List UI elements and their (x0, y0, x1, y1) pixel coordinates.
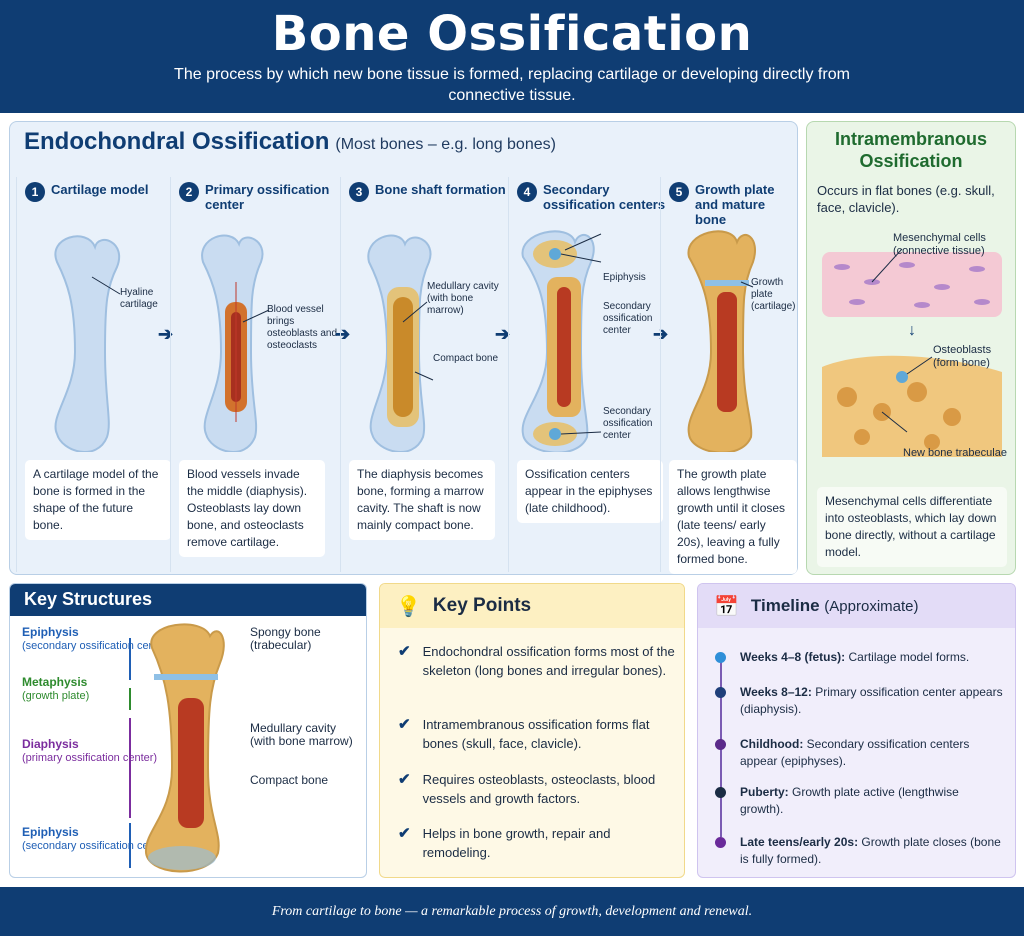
stage-label: Cartilage model (51, 182, 149, 197)
long-bone-diagram (129, 623, 225, 873)
calendar-icon: 📅 (714, 595, 739, 618)
stage-2: 2 Primary ossification center Blood vesse… (170, 177, 338, 572)
stage-number: 4 (517, 182, 537, 202)
stage-number: 1 (25, 182, 45, 202)
stage-label: Bone shaft formation (375, 182, 506, 197)
stage-label: Secondary ossification centers (543, 182, 666, 212)
stage-number: 3 (349, 182, 369, 202)
key-structures-panel: Key Structures Epiphysis(secondary ossif… (9, 583, 367, 878)
callout-hyaline: Hyaline cartilage (120, 287, 158, 310)
intramembranous-description: Mesenchymal cells differentiate into ost… (817, 487, 1007, 567)
stage-5: 5 Growth plate and mature bone Growth pla… (660, 177, 797, 574)
structure-diaphysis: Diaphysis(primary ossification center) (22, 737, 158, 765)
intramembranous-title: Intramembranous Ossification (834, 129, 988, 171)
callout-mesenchymal: Mesenchymal cells (connective tissue) (893, 232, 986, 257)
arrow-right-icon: ➔ (495, 324, 511, 344)
stage-3: 3 Bone shaft formation Medullary cavity (… (340, 177, 508, 572)
structure-metaphysis: Metaphysis(growth plate) (22, 675, 90, 703)
secondary-ossification-illustration (521, 230, 602, 452)
check-icon: ✔ (398, 825, 411, 842)
check-icon: ✔ (398, 643, 411, 660)
stage-label: Primary ossification center (205, 182, 330, 212)
timeline-item: Weeks 4–8 (fetus): Cartilage model forms… (740, 650, 970, 664)
timeline-dot (715, 739, 726, 750)
callout-secondary-center-top: Secondary ossification center (603, 301, 653, 336)
structure-medullary-cavity: Medullary cavity (with bone marrow) (250, 721, 353, 748)
primary-ossification-illustration (201, 234, 270, 452)
callout-blood-vessel: Blood vessel brings osteoblasts and oste… (267, 304, 338, 351)
callout-trabeculae: New bone trabeculae (903, 447, 1007, 459)
callout-epiphysis: Epiphysis (603, 272, 646, 283)
timeline-item: Puberty: Growth plate active (lengthwise… (740, 785, 959, 816)
stage-description: A cartilage model of the bone is formed … (25, 460, 171, 540)
structure-epiphysis-bottom: Epiphysis(secondary ossification center) (22, 825, 172, 853)
stage-1: 1 Cartilage model Hyaline cartilage A car… (16, 177, 171, 572)
page-subtitle: The process by which new bone tissue is … (174, 66, 850, 104)
timeline-item: Weeks 8–12: Primary ossification center … (740, 685, 1003, 716)
stage-label: Growth plate and mature bone (695, 182, 775, 227)
arrow-right-icon: ➔ (335, 324, 351, 344)
stage-number: 2 (179, 182, 199, 202)
endochondral-subtitle: (Most bones – e.g. long bones) (335, 136, 556, 153)
callout-growth-plate: Growth plate (cartilage) (751, 277, 796, 312)
stage-description: Blood vessels invade the middle (diaphys… (179, 460, 325, 557)
mesenchymal-tissue-illustration: ↓ (822, 248, 1002, 457)
cartilage-bone-illustration (54, 235, 121, 452)
stage-description: The diaphysis becomes bone, forming a ma… (349, 460, 495, 540)
key-points-title: Key Points (432, 595, 532, 616)
timeline-item: Childhood: Secondary ossification center… (740, 737, 970, 768)
timeline-dot (715, 652, 726, 663)
arrow-right-icon: ➔ (158, 324, 174, 344)
timeline-dot (715, 787, 726, 798)
key-point: ✔Helps in bone growth, repair and remode… (398, 825, 611, 860)
key-point: ✔Intramembranous ossification forms flat… (398, 716, 650, 751)
callout-osteoblasts: Osteoblasts (form bone) (933, 344, 992, 369)
check-icon: ✔ (398, 771, 411, 788)
timeline-title: Timeline (Approximate) (750, 596, 919, 615)
key-points-panel: 💡 Key Points ✔Endochondral ossification f… (379, 583, 685, 878)
callout-medullary-cavity: Medullary cavity (with bone marrow) (427, 281, 499, 316)
structure-epiphysis-top: Epiphysis(secondary ossification center) (22, 625, 172, 653)
lightbulb-icon: 💡 (396, 595, 421, 618)
stage-number: 5 (669, 182, 689, 202)
key-structures-title: Key Structures (10, 584, 366, 616)
mature-bone-illustration (687, 230, 756, 452)
check-icon: ✔ (398, 716, 411, 733)
endochondral-panel: Endochondral Ossification(Most bones – e… (9, 121, 798, 575)
header: Bone Ossification The process by which n… (0, 0, 1024, 113)
footer: From cartilage to bone — a remarkable pr… (0, 887, 1024, 936)
stage-description: Ossification centers appear in the epiph… (517, 460, 663, 523)
intramembranous-intro: Occurs in flat bones (e.g. skull, face, … (817, 183, 995, 215)
page-title: Bone Ossification (271, 6, 753, 62)
key-point: ✔Requires osteoblasts, osteoclasts, bloo… (398, 771, 656, 806)
timeline-dot (715, 837, 726, 848)
svg-text:↓: ↓ (908, 322, 916, 339)
bone-shaft-illustration (367, 234, 434, 452)
stage-4: 4 Secondary ossification centers Epiphysi… (508, 177, 665, 572)
timeline-item: Late teens/early 20s: Growth plate close… (740, 835, 1001, 866)
intramembranous-panel: Intramembranous Ossification Occurs in f… (806, 121, 1016, 575)
callout-secondary-center-bottom: Secondary ossification center (603, 406, 653, 441)
timeline-dot (715, 687, 726, 698)
stage-description: The growth plate allows lengthwise growt… (669, 460, 797, 574)
timeline-panel: 📅 Timeline (Approximate) Weeks 4–8 (fetus… (697, 583, 1016, 878)
endochondral-title: Endochondral Ossification(Most bones – e… (24, 128, 556, 155)
structure-compact-bone: Compact bone (250, 773, 329, 787)
key-point: ✔Endochondral ossification forms most of… (398, 643, 675, 678)
structure-spongy-bone: Spongy bone (trabecular) (250, 625, 321, 652)
callout-compact-bone: Compact bone (433, 353, 499, 364)
